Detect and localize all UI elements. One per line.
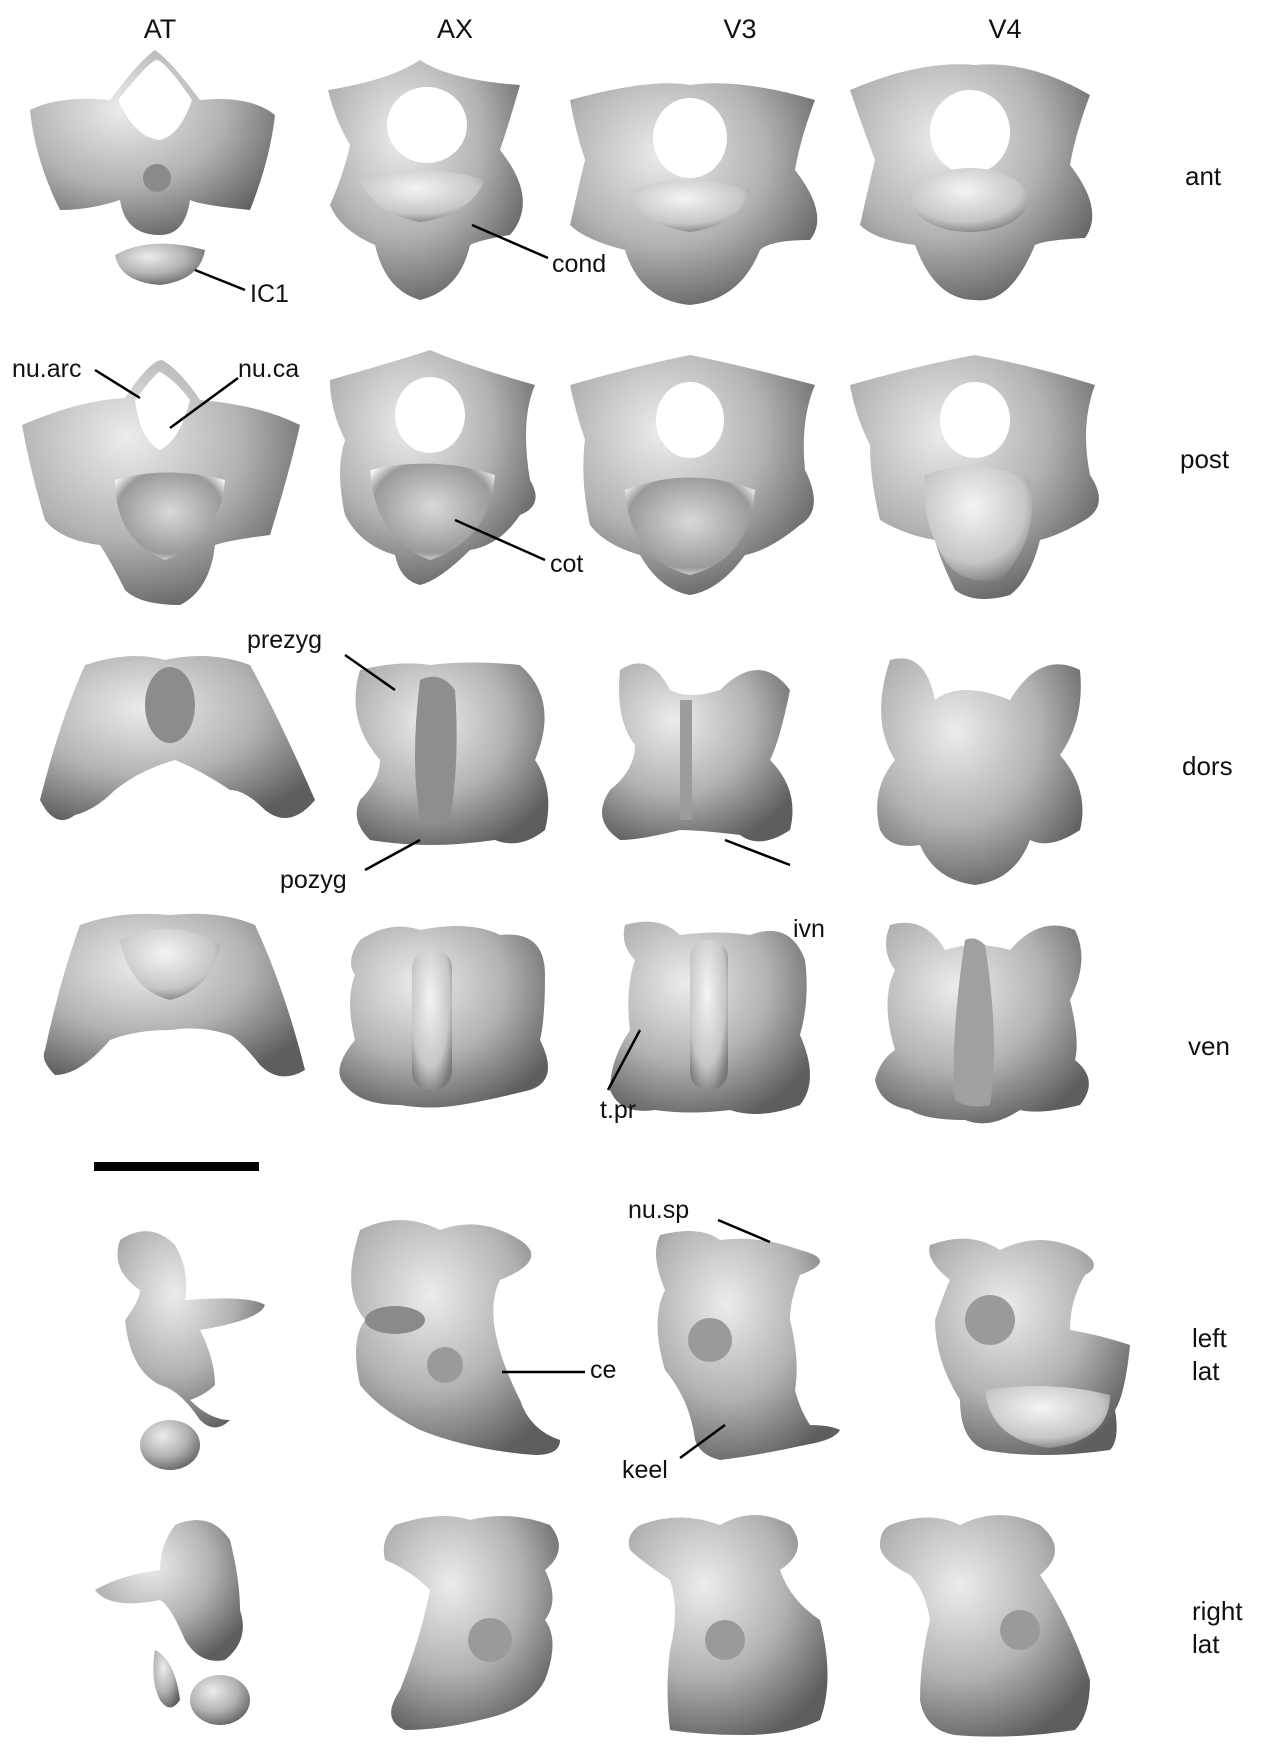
label-t-pr: t.pr: [600, 1098, 636, 1123]
label-prezyg: prezyg: [247, 628, 322, 653]
label-cot: cot: [550, 552, 583, 577]
column-header-ax: AX: [437, 14, 473, 45]
view-label-right-lat: right lat: [1192, 1595, 1243, 1661]
column-header-v4: V4: [988, 14, 1021, 45]
view-label-ant: ant: [1185, 160, 1221, 193]
leader-nu-ca: [170, 378, 238, 428]
label-keel: keel: [622, 1458, 668, 1483]
label-ic1: IC1: [250, 282, 289, 307]
view-label-dors: dors: [1182, 750, 1233, 783]
leader-t-pr: [608, 1030, 640, 1090]
column-header-at: AT: [144, 14, 177, 45]
label-nu-sp: nu.sp: [628, 1198, 689, 1223]
view-label-left-lat: left lat: [1192, 1322, 1227, 1388]
leader-prezyg: [345, 655, 395, 690]
label-ce: ce: [590, 1358, 616, 1383]
label-cond: cond: [552, 252, 606, 277]
leader-keel: [680, 1425, 725, 1458]
label-nu-ca: nu.ca: [238, 357, 299, 382]
column-header-v3: V3: [723, 14, 756, 45]
view-label-ven: ven: [1188, 1030, 1230, 1063]
leader-nu-sp: [718, 1220, 770, 1242]
leader-nu-arc: [95, 370, 140, 398]
label-ivn: ivn: [793, 917, 825, 942]
leader-ic1: [195, 270, 245, 290]
leader-pozyg: [365, 840, 420, 870]
leader-cot: [455, 520, 545, 560]
leader-ivn: [725, 840, 790, 865]
label-pozyg: pozyg: [280, 868, 347, 893]
view-label-post: post: [1180, 443, 1229, 476]
leader-cond: [472, 225, 548, 258]
label-nu-arc: nu.arc: [12, 357, 81, 382]
scale-bar: [94, 1162, 259, 1171]
